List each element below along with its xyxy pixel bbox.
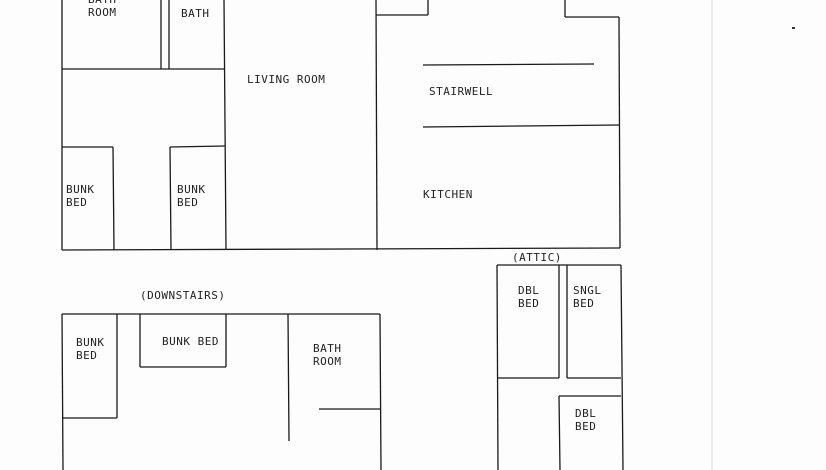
room-label-double-bed: DBL BED: [575, 407, 597, 433]
room-label-living-room: LIVING ROOM: [247, 73, 326, 86]
floor-title-downstairs: (DOWNSTAIRS): [140, 289, 226, 302]
room-label-bunk-bed: BUNK BED: [177, 183, 206, 209]
room-label-kitchen: KITCHEN: [423, 188, 473, 201]
room-label-bunk-bed: BUNK BED: [162, 335, 219, 348]
downstairs-walls: [61, 313, 382, 470]
room-label-bathroom: BATH ROOM: [88, 0, 117, 19]
room-label-bunk-bed: BUNK BED: [76, 336, 105, 362]
room-label-bath: BATH: [181, 7, 210, 20]
room-label-stairwell: STAIRWELL: [429, 85, 494, 98]
floor-title-attic: (ATTIC): [512, 251, 562, 264]
room-label-bathroom: BATH ROOM: [313, 342, 342, 368]
main-floor-walls: [61, 0, 621, 251]
room-label-single-bed: SNGL BED: [573, 284, 602, 310]
scan-speck: [792, 27, 795, 29]
room-label-bunk-bed: BUNK BED: [66, 183, 95, 209]
attic-walls: [496, 264, 624, 470]
room-label-double-bed: DBL BED: [518, 284, 540, 310]
